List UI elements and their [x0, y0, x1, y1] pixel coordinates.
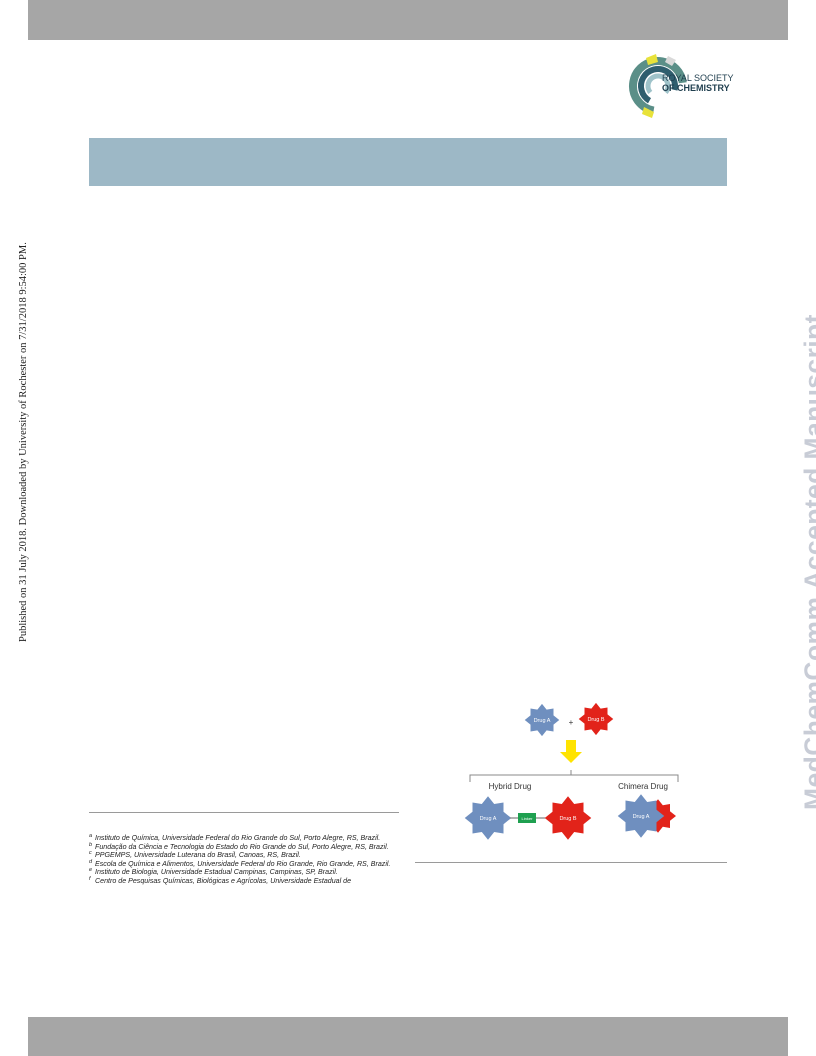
- figure-divider: [415, 862, 727, 863]
- hybrid-drug-b-gear-icon: Drug B: [544, 796, 592, 840]
- bottom-bar: [28, 1017, 788, 1056]
- rsc-logo-text: ROYAL SOCIETY OF CHEMISTRY: [662, 73, 734, 93]
- hybrid-drug-a-label: Drug A: [480, 816, 497, 822]
- publication-notice-text: Published on 31 July 2018. Downloaded by…: [18, 242, 29, 642]
- hybrid-drug-a-gear-icon: Drug A: [464, 796, 512, 840]
- top-bar: [28, 0, 788, 40]
- chimera-drug-label: Chimera Drug: [618, 782, 668, 791]
- watermark-text: MedChemComm Accepted Manuscript: [799, 314, 816, 810]
- chimera-drug-icon: Drug A: [617, 794, 676, 838]
- linker-icon: Linker: [518, 813, 536, 823]
- rsc-logo-line2: OF CHEMISTRY: [662, 83, 730, 93]
- drug-a-label: Drug A: [534, 718, 551, 724]
- graphical-abstract-figure: Drug A + Drug B Hybrid Drug Chimera Drug…: [458, 700, 690, 845]
- rsc-logo: ROYAL SOCIETY OF CHEMISTRY: [628, 52, 738, 118]
- down-arrow-icon: [560, 740, 582, 763]
- drug-b-label: Drug B: [587, 717, 604, 723]
- linker-label: Linker: [522, 816, 534, 821]
- drug-a-gear-icon: Drug A: [524, 703, 560, 737]
- footnote-divider: [89, 812, 399, 813]
- accepted-manuscript-watermark: MedChemComm Accepted Manuscript: [763, 245, 816, 810]
- publication-notice: Published on 31 July 2018. Downloaded by…: [4, 232, 29, 642]
- plus-sign: +: [569, 718, 574, 727]
- hybrid-drug-b-label: Drug B: [559, 816, 576, 822]
- article-header-band: [89, 138, 727, 186]
- hybrid-drug-label: Hybrid Drug: [489, 782, 532, 791]
- drug-b-gear-icon: Drug B: [578, 702, 614, 736]
- chimera-drug-a-label: Drug A: [633, 814, 650, 820]
- rsc-emblem-icon: [629, 54, 687, 118]
- rsc-logo-line1: ROYAL SOCIETY: [662, 73, 734, 83]
